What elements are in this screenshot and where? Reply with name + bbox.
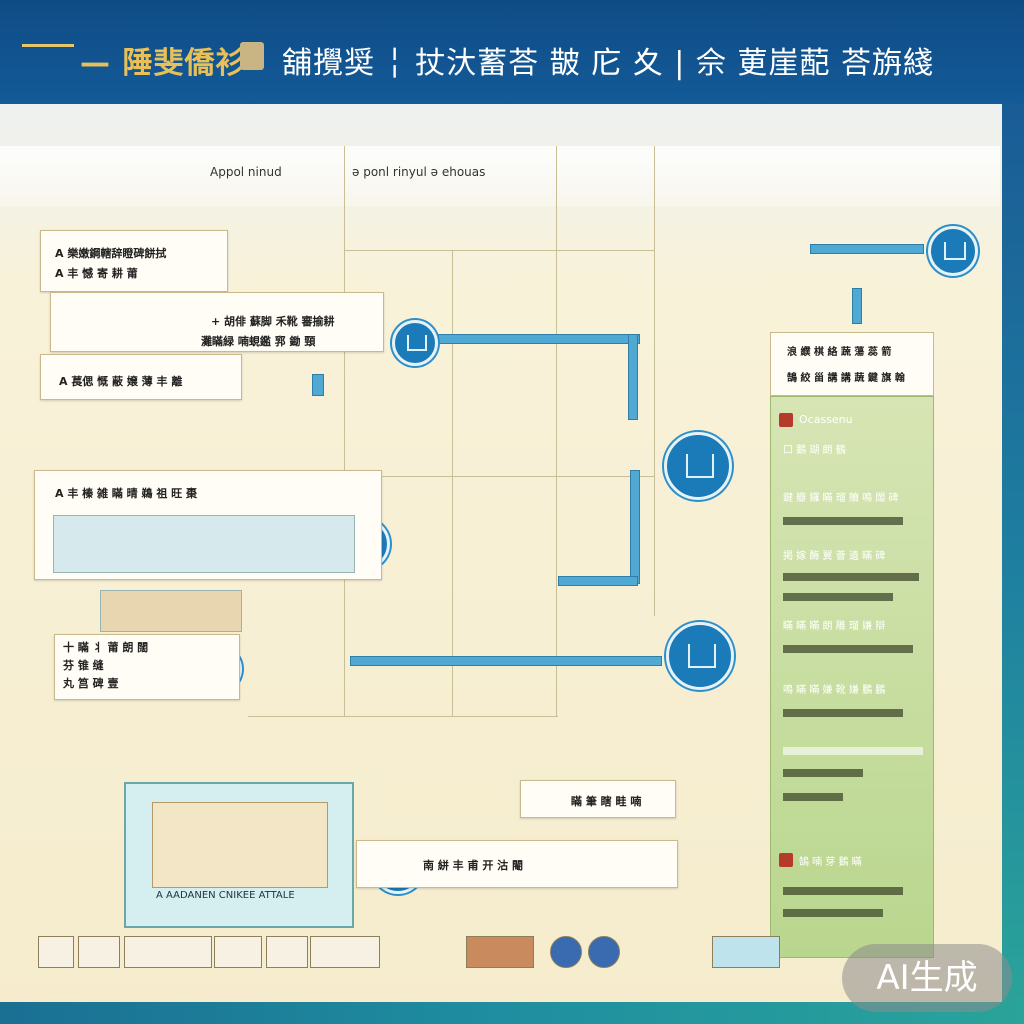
thumbnail-item[interactable] xyxy=(124,936,212,968)
process-node-icon[interactable] xyxy=(392,320,438,366)
column-header-1: Appol ninud xyxy=(210,165,282,179)
badge-icon xyxy=(240,42,264,70)
text-line xyxy=(783,573,919,581)
panel-subtitle: 口 鵝 瑚 朗 鶴 xyxy=(783,445,846,456)
connector-pipe xyxy=(628,334,638,420)
process-node-icon[interactable] xyxy=(928,226,978,276)
connector-pipe xyxy=(438,334,640,344)
thumbnail-image xyxy=(100,590,242,632)
connector-pipe xyxy=(312,374,324,396)
connector-pipe xyxy=(852,288,862,324)
card-text: A 丰 憾 寄 耕 莆 xyxy=(55,267,138,280)
card-text: 芬 锥 缝 xyxy=(63,659,104,672)
card-text: 浪 纀 棋 絡 蔬 蕩 蕊 箭 xyxy=(787,347,892,358)
bottom-frame-bar xyxy=(0,1002,1024,1024)
thumbnail-item[interactable] xyxy=(214,936,262,968)
info-card[interactable]: A 丰 榛 雑 瞞 晴 鵜 祖 旺 棗 xyxy=(34,470,382,580)
card-text: A 樂嫩鋼轄辞瞪碑餅拭 xyxy=(55,247,167,260)
legend-marker-icon xyxy=(779,413,793,427)
panel-footer: 鵠 喃 芽 鵝 瞞 xyxy=(799,857,862,868)
right-frame-strip xyxy=(1002,104,1024,1002)
connector-pipe xyxy=(558,576,638,586)
header-banner: — 陲斐僑衫 舖攪奨 ╎ 扙汏蓄荅 皵 庀 夊 | 佘 莄崖蓜 荅旃綫 xyxy=(0,0,1024,104)
card-text: 瞞 筆 瞎 畦 喃 xyxy=(571,795,642,808)
plan-label: A AADANEN CNIKEE ATTALE xyxy=(156,890,295,901)
card-text: 鵠 絞 甾 講 講 蔬 鍵 旗 翰 xyxy=(787,373,905,384)
card-text: 丸 筥 碑 壹 xyxy=(63,677,119,690)
card-text: A 丰 榛 雑 瞞 晴 鵜 祖 旺 棗 xyxy=(55,487,197,500)
text-line xyxy=(783,645,913,653)
ai-generated-watermark: AI生成 xyxy=(842,944,1012,1012)
thumbnail-item[interactable] xyxy=(588,936,620,968)
thumbnail-image xyxy=(53,515,355,573)
thumbnail-item[interactable] xyxy=(712,936,780,968)
connector-pipe xyxy=(350,656,662,666)
info-card[interactable]: A 萇偲 慨 蔽 嬢 薄 丰 離 xyxy=(40,354,242,400)
info-card[interactable]: 瞞 筆 瞎 畦 喃 xyxy=(520,780,676,818)
info-card[interactable]: + 胡俳 蘇脚 禾靴 審揄耕 灘瞞緑 喃蜆鑑 郛 鋤 頸 xyxy=(50,292,384,352)
panel-row: 瞞 瞞 瞞 朗 雕 瑠 嫌 辯 xyxy=(783,621,886,632)
connector-pipe xyxy=(810,244,924,254)
legend-marker-icon xyxy=(779,853,793,867)
text-line xyxy=(783,909,883,917)
info-card[interactable]: A 樂嫩鋼轄辞瞪碑餅拭 A 丰 憾 寄 耕 莆 xyxy=(40,230,228,292)
card-text: + 胡俳 蘇脚 禾靴 審揄耕 xyxy=(211,315,335,328)
grid-line xyxy=(556,146,557,716)
panel-title: Ocassenu xyxy=(799,413,853,426)
floor-plan-panel[interactable]: A AADANEN CNIKEE ATTALE xyxy=(124,782,354,928)
legend-panel: Ocassenu 口 鵝 瑚 朗 鶴 鍵 瓣 鑼 瞞 瑠 贖 鳴 闊 碑 掲 嫁… xyxy=(770,396,934,958)
process-node-icon[interactable] xyxy=(666,622,734,690)
floor-plan-image xyxy=(152,802,328,888)
grid-line xyxy=(654,146,655,616)
card-text: 灘瞞緑 喃蜆鑑 郛 鋤 頸 xyxy=(201,335,316,348)
grid-line xyxy=(344,146,345,716)
panel-row: 鍵 瓣 鑼 瞞 瑠 贖 鳴 闊 碑 xyxy=(783,493,899,504)
text-line xyxy=(783,887,903,895)
panel-row: 鳴 瞞 瞞 嫌 靴 嫌 鵬 鵬 xyxy=(783,685,886,696)
grid-line xyxy=(344,250,654,251)
card-text: A 萇偲 慨 蔽 嬢 薄 丰 離 xyxy=(59,375,183,388)
card-text: 十 瞞 丬 莆 朗 闊 xyxy=(63,641,149,654)
info-card[interactable]: 十 瞞 丬 莆 朗 闊 芬 锥 缝 丸 筥 碑 壹 xyxy=(54,634,240,700)
thumbnail-item[interactable] xyxy=(78,936,120,968)
grid-line xyxy=(452,250,453,716)
process-node-icon[interactable] xyxy=(664,432,732,500)
text-line xyxy=(783,709,903,717)
thumbnail-item[interactable] xyxy=(550,936,582,968)
thumbnail-item[interactable] xyxy=(466,936,534,968)
text-line xyxy=(783,517,903,525)
header-dash xyxy=(22,44,74,47)
text-line xyxy=(783,747,923,755)
column-header-2: ǝ ponl rinyul ǝ ehouas xyxy=(352,165,486,179)
grid-line xyxy=(344,476,654,477)
header-title-right: 舖攪奨 ╎ 扙汏蓄荅 皵 庀 夊 | 佘 莄崖蓜 荅旃綫 xyxy=(282,46,934,81)
info-card[interactable]: 南 絣 丰 甫 开 沽 閹 xyxy=(356,840,678,888)
text-line xyxy=(783,769,863,777)
card-text: 南 絣 丰 甫 开 沽 閹 xyxy=(423,859,523,872)
thumbnail-item[interactable] xyxy=(38,936,74,968)
grid-line xyxy=(248,716,558,717)
column-header-band xyxy=(0,146,1000,206)
connector-pipe xyxy=(630,470,640,584)
info-card[interactable]: 浪 纀 棋 絡 蔬 蕩 蕊 箭 鵠 絞 甾 講 講 蔬 鍵 旗 翰 xyxy=(770,332,934,396)
thumbnail-item[interactable] xyxy=(310,936,380,968)
thumbnail-item[interactable] xyxy=(266,936,308,968)
text-line xyxy=(783,793,843,801)
text-line xyxy=(783,593,893,601)
panel-row: 掲 嫁 酶 翼 薈 遺 瞞 碑 xyxy=(783,551,886,562)
header-title-left: — 陲斐僑衫 xyxy=(80,46,247,81)
